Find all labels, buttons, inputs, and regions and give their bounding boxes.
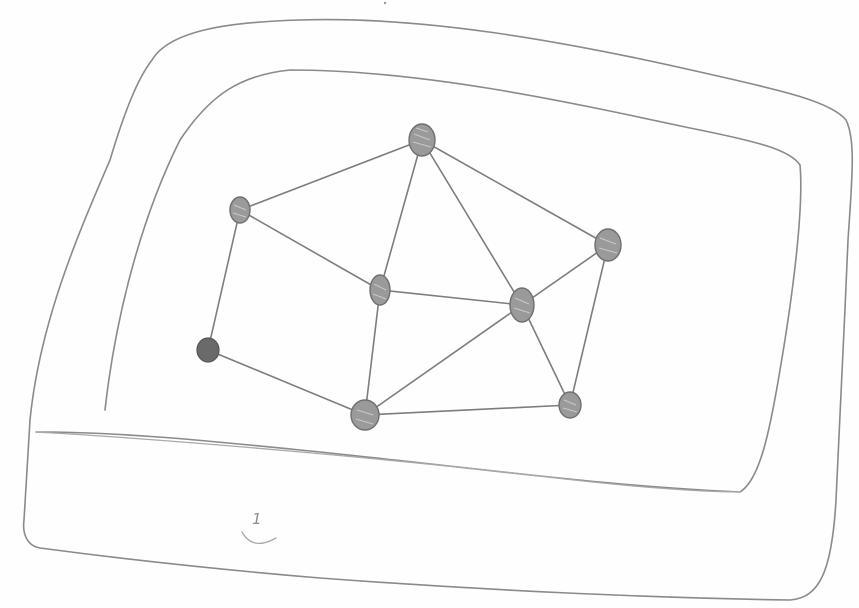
device-outline [24,20,853,600]
edge [522,305,570,405]
graph-edges [208,140,608,415]
edge [380,290,522,305]
edge [422,140,522,305]
bezel-line [36,432,740,492]
edge [240,210,380,290]
node-lower-right [559,392,581,418]
node-lower-left [197,338,219,362]
home-button-sketch: 1 [242,510,276,543]
node-bottom [351,400,379,430]
edge [570,245,608,405]
node-top [409,124,435,156]
curve-mark [242,532,276,543]
bottom-mark-text: 1 [252,510,262,528]
edge [365,305,522,415]
edge [365,405,570,415]
edge [240,140,422,210]
node-upper-left [230,197,250,223]
node-right [595,229,621,261]
stray-dot [384,2,386,4]
edge [365,290,380,415]
edge [208,350,365,415]
edge [422,140,608,245]
edge [380,140,422,290]
edge [208,210,240,350]
node-center [370,275,390,305]
node-center-right [510,288,534,322]
